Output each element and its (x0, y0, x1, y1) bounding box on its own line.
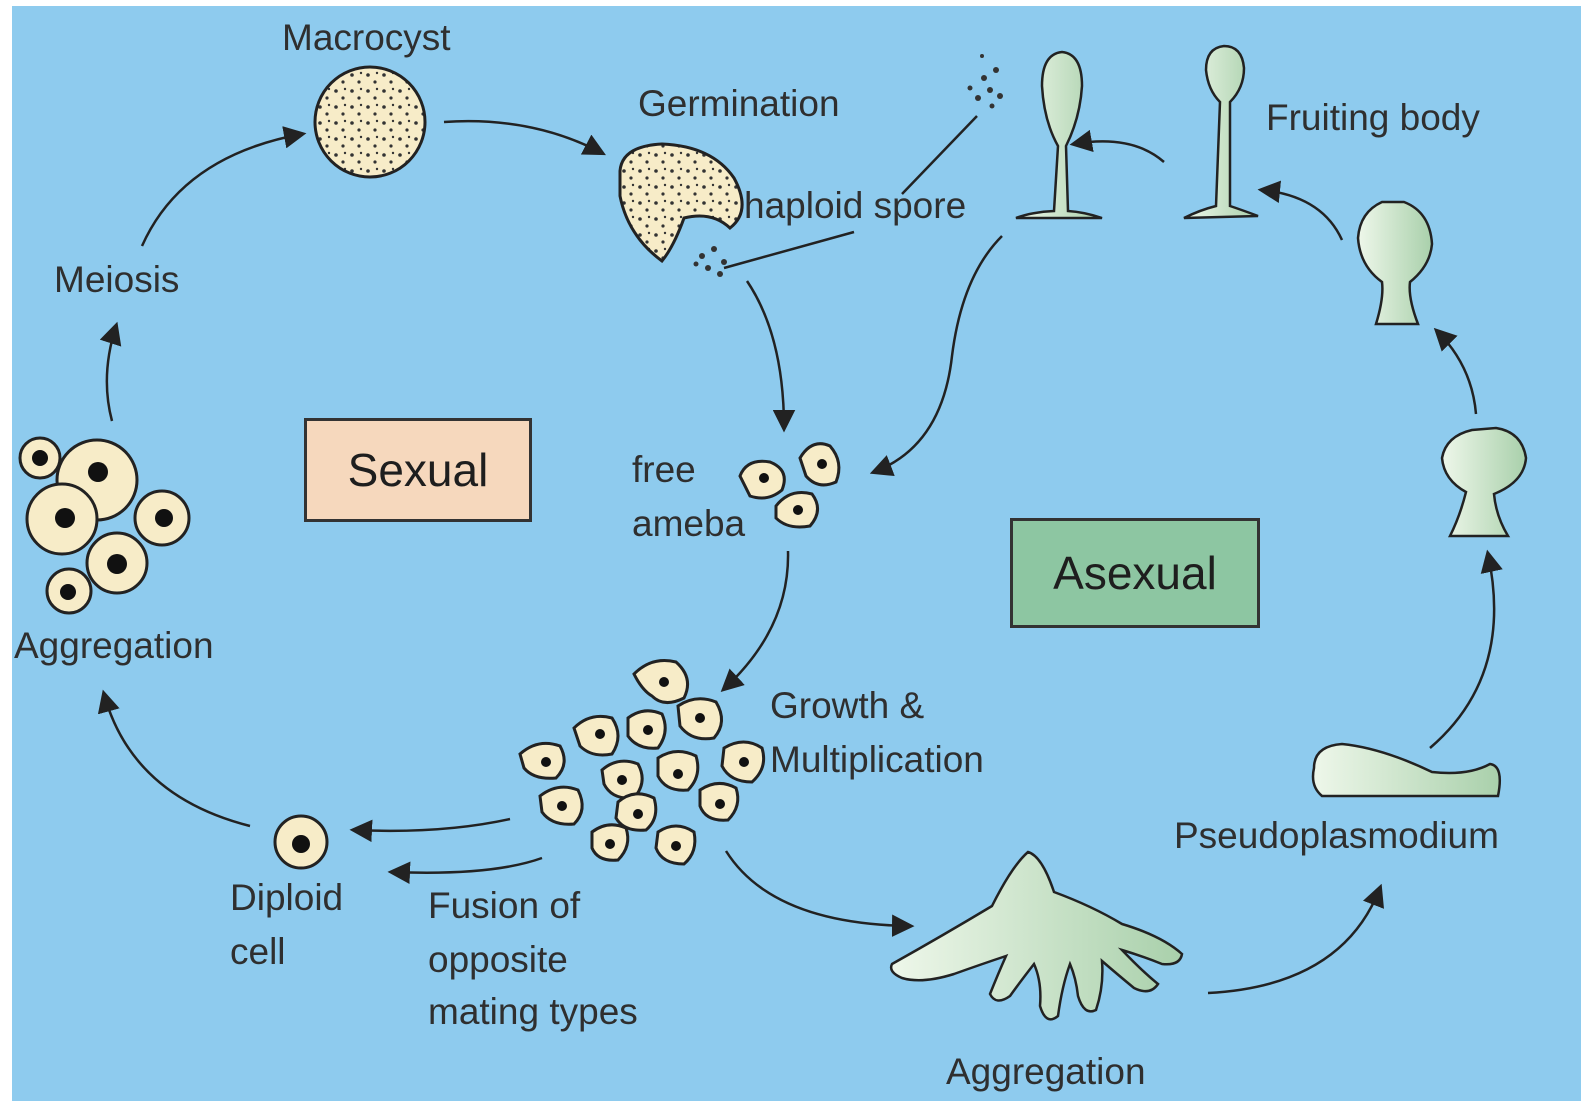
fusion-label-line1: Fusion of (428, 880, 580, 932)
arrow-culmination-up (1437, 331, 1476, 414)
sexual-box: Sexual (304, 418, 532, 522)
pseudoplasmodium-slug (1313, 744, 1500, 796)
diploid-cell (275, 816, 327, 868)
sexual-aggregation-label: Aggregation (14, 620, 214, 672)
pseudoplasmodium-label: Pseudoplasmodium (1174, 810, 1499, 862)
arrow-diploid-to-aggregation (104, 694, 250, 826)
asexual-aggregation-label: Aggregation (946, 1046, 1146, 1098)
arrow-growth-to-aggregation (726, 851, 910, 926)
fruiting-body-young (1184, 46, 1258, 218)
arrow-culmination-to-fruiting (1262, 190, 1342, 240)
germinating-macrocyst (620, 144, 742, 277)
germination-label: Germination (638, 78, 840, 130)
arrow-aggregation-to-pseudoplasmodium (1208, 888, 1380, 993)
culmination-stage-lower (1442, 428, 1526, 536)
arrow-growth-to-diploid-2 (392, 858, 542, 873)
multiplying-amebae (520, 661, 764, 865)
diploid-label-line1: Diploid (230, 872, 343, 924)
arrow-growth-to-diploid-1 (354, 819, 510, 831)
arrow-meiosis-to-macrocyst (142, 134, 302, 246)
fruiting-body-mature (1016, 52, 1102, 218)
macrocyst (315, 67, 425, 177)
arrow-germination-to-ameba (747, 281, 784, 428)
arrow-spore-to-ameba (874, 236, 1002, 472)
fusion-label-line2: opposite (428, 934, 568, 986)
diploid-label-line2: cell (230, 926, 286, 978)
macrocyst-label: Macrocyst (282, 12, 451, 64)
haploid-spore-pointer (724, 232, 854, 268)
arrow-fruiting-to-fruiting (1074, 141, 1164, 162)
fusion-label-line3: mating types (428, 986, 638, 1038)
free-ameba-label-line2: ameba (632, 498, 745, 550)
haploid-spore-label: haploid spore (744, 180, 966, 232)
free-ameba-label-line1: free (632, 444, 696, 496)
growth-label-line1: Growth & (770, 680, 924, 732)
spore-cluster (968, 54, 1004, 109)
asexual-aggregation-mound (891, 852, 1182, 1019)
fruiting-body-label: Fruiting body (1266, 92, 1480, 144)
life-cycle-diagram: Macrocyst Germination haploid spore Frui… (12, 6, 1581, 1101)
arrow-macrocyst-to-germination (444, 121, 602, 153)
growth-label-line2: Multiplication (770, 734, 984, 786)
asexual-box: Asexual (1010, 518, 1260, 628)
arrow-aggregation-to-meiosis (107, 326, 116, 421)
culmination-stage-upper (1358, 202, 1432, 324)
arrow-ameba-to-growth (724, 551, 788, 689)
meiosis-label: Meiosis (54, 254, 179, 306)
free-ameba-cells (740, 444, 839, 527)
arrow-pseudoplasmodium-up (1430, 554, 1494, 748)
